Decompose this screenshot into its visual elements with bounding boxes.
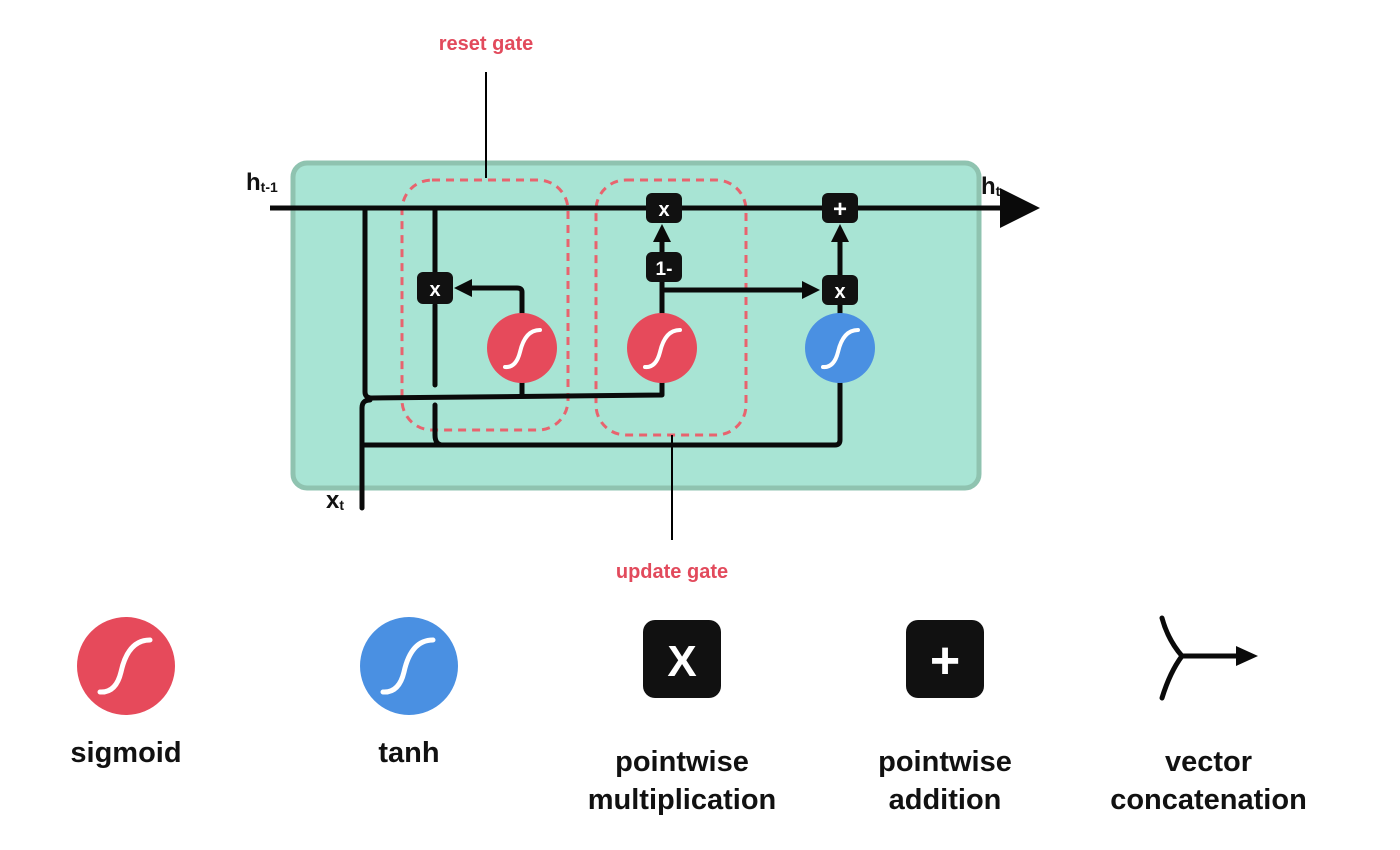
candidate-multiply-op: x	[822, 275, 858, 305]
x-input-label: xt	[326, 487, 344, 514]
legend-sigmoid-icon	[77, 617, 175, 715]
update-sigmoid-node	[627, 313, 697, 383]
arrowheads	[454, 224, 849, 299]
legend-multiply-label: pointwise multiplication	[587, 746, 777, 816]
svg-text:x: x	[834, 281, 845, 303]
svg-text:+: +	[833, 196, 847, 223]
reset-sigmoid-node	[487, 313, 557, 383]
svg-text:1-: 1-	[656, 259, 673, 280]
wiring	[359, 205, 843, 511]
legend-add-icon: +	[906, 620, 984, 698]
tanh-node	[805, 313, 875, 383]
legend-tanh-label: tanh	[378, 737, 440, 769]
svg-text:x: x	[429, 279, 440, 301]
legend-concat-icon	[1159, 615, 1258, 701]
h-out-label: ht	[981, 173, 1001, 200]
reset-multiply-op: x	[417, 272, 453, 304]
svg-text:X: X	[667, 637, 696, 686]
one-minus-op: 1-	[646, 252, 682, 282]
update-gate-label: update gate	[616, 561, 728, 583]
h-prev-label: ht-1	[246, 169, 278, 196]
reset-gate-label: reset gate	[439, 33, 534, 55]
legend-concat-label: vector concatenation	[1110, 746, 1307, 816]
svg-text:+: +	[930, 632, 960, 690]
legend-multiply-icon: X	[643, 620, 721, 698]
legend-tanh-icon	[360, 617, 458, 715]
addition-op: +	[822, 193, 858, 223]
legend-sigmoid-label: sigmoid	[70, 737, 182, 769]
update-multiply-op: x	[646, 193, 682, 223]
svg-text:x: x	[658, 199, 669, 221]
legend-add-label: pointwise addition	[878, 746, 1012, 816]
